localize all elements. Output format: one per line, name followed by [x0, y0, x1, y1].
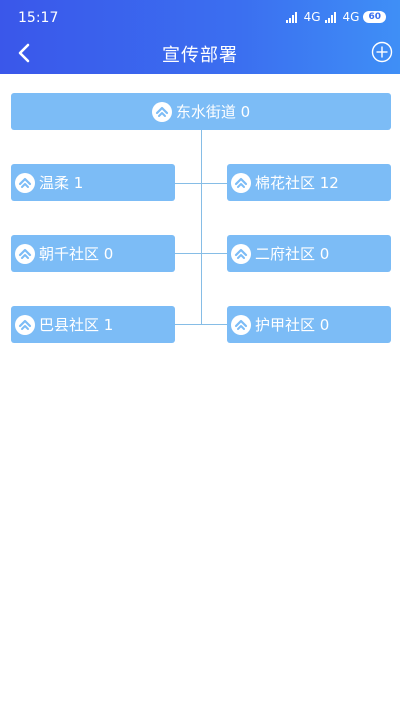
signal-icon: [285, 11, 300, 23]
status-bar: 15:17 4G 4G 60: [0, 0, 400, 34]
nav-bar: 宣传部署: [0, 34, 400, 74]
tree-node-left-1[interactable]: 温柔 1: [11, 164, 175, 201]
home-chevron-icon: [151, 101, 172, 122]
tree-node-label: 棉花社区 12: [255, 174, 339, 192]
home-chevron-icon: [231, 243, 251, 264]
tree-node-label: 朝千社区 0: [39, 245, 114, 263]
home-chevron-icon: [15, 243, 35, 264]
tree-connector-row-1: [175, 183, 227, 184]
plus-circle-icon: [371, 41, 393, 63]
tree-node-label: 温柔 1: [39, 174, 84, 192]
org-tree: 东水街道 0 温柔 1 朝千社区 0 巴县社区 1 棉花社区 12 二府社区 0: [0, 74, 400, 374]
tree-node-root[interactable]: 东水街道 0: [11, 93, 391, 130]
chevron-left-icon: [18, 43, 30, 63]
app-header: 15:17 4G 4G 60 宣传部署: [0, 0, 400, 74]
tree-node-left-2[interactable]: 朝千社区 0: [11, 235, 175, 272]
tree-connector-row-2: [175, 253, 227, 254]
home-chevron-icon: [231, 172, 251, 193]
tree-node-right-1[interactable]: 棉花社区 12: [227, 164, 391, 201]
tree-connector-vertical: [201, 130, 202, 325]
home-chevron-icon: [15, 172, 35, 193]
home-chevron-icon: [15, 314, 35, 335]
home-chevron-icon: [231, 314, 251, 335]
signal-icon: [324, 11, 339, 23]
back-button[interactable]: [10, 38, 38, 68]
tree-node-label: 东水街道 0: [175, 103, 251, 121]
tree-node-right-2[interactable]: 二府社区 0: [227, 235, 391, 272]
network-type-1: 4G: [303, 10, 321, 24]
tree-node-label: 巴县社区 1: [39, 316, 114, 334]
tree-connector-row-3: [175, 324, 227, 325]
network-type-2: 4G: [342, 10, 360, 24]
add-button[interactable]: [370, 40, 394, 64]
battery-indicator: 60: [363, 11, 386, 23]
page-title: 宣传部署: [162, 45, 238, 66]
status-indicators: 4G 4G 60: [285, 10, 386, 24]
tree-node-left-3[interactable]: 巴县社区 1: [11, 306, 175, 343]
status-time: 15:17: [18, 10, 59, 26]
tree-node-right-3[interactable]: 护甲社区 0: [227, 306, 391, 343]
tree-node-label: 二府社区 0: [255, 245, 330, 263]
tree-node-label: 护甲社区 0: [255, 316, 330, 334]
